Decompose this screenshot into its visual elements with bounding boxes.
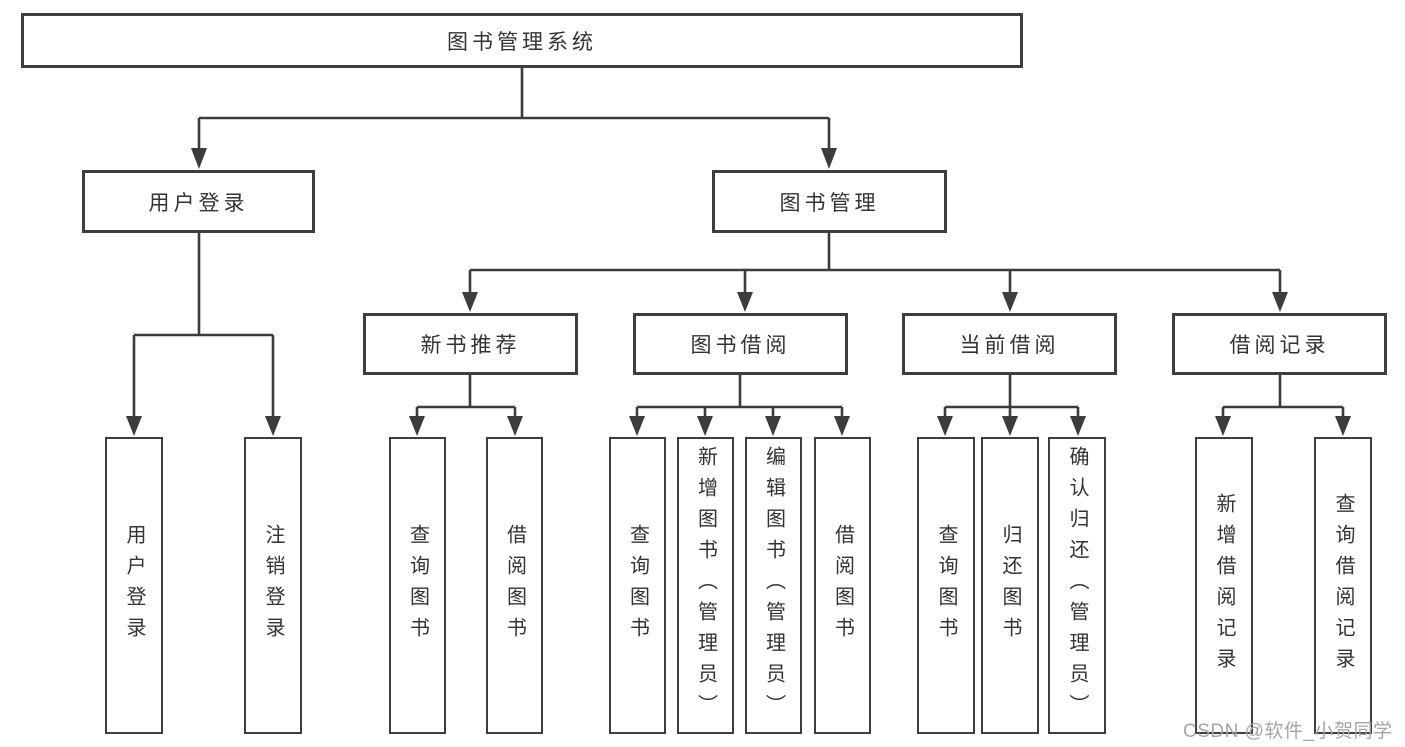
node-label: 图书管理系统	[447, 30, 597, 54]
node-label: 图书管理	[779, 191, 880, 215]
node-book-management: 图书管理	[712, 170, 947, 233]
leaf-label: 查询图书	[406, 523, 429, 648]
leaf-return-book: 归还图书	[981, 437, 1039, 734]
node-borrow-records: 借阅记录	[1172, 313, 1387, 375]
leaf-add-book-admin: 新增图书（管理员）	[677, 437, 734, 734]
node-book-borrow: 图书借阅	[633, 313, 848, 375]
leaf-logout: 注销登录	[244, 437, 302, 734]
node-user-login: 用户登录	[82, 170, 315, 233]
leaf-label: 借阅图书	[503, 523, 526, 648]
leaf-edit-book-admin: 编辑图书（管理员）	[745, 437, 802, 734]
leaf-query-books-current: 查询图书	[917, 437, 975, 734]
leaf-user-login: 用户登录	[105, 437, 163, 734]
leaf-label: 新增图书（管理员）	[694, 446, 717, 725]
node-label: 用户登录	[148, 191, 249, 215]
leaf-label: 借阅图书	[831, 523, 854, 648]
leaf-label: 确认归还（管理员）	[1066, 446, 1088, 725]
node-label: 借阅记录	[1229, 334, 1330, 357]
leaf-label: 查询图书	[935, 523, 957, 648]
node-label: 新书推荐	[420, 334, 521, 357]
leaf-label: 注销登录	[262, 523, 284, 648]
leaf-borrow-books: 借阅图书	[814, 437, 871, 734]
node-label: 当前借阅	[959, 334, 1060, 357]
leaf-query-books-borrow: 查询图书	[609, 437, 666, 734]
node-root-system: 图书管理系统	[21, 13, 1023, 68]
node-label: 图书借阅	[690, 334, 791, 357]
leaf-label: 用户登录	[123, 523, 145, 648]
leaf-label: 查询图书	[626, 523, 649, 648]
node-new-book-recommend: 新书推荐	[363, 313, 578, 375]
leaf-confirm-return-admin: 确认归还（管理员）	[1048, 437, 1106, 734]
leaf-label: 归还图书	[999, 523, 1021, 648]
leaf-label: 查询借阅记录	[1332, 492, 1354, 679]
leaf-borrow-books-recommend: 借阅图书	[486, 437, 543, 734]
csdn-watermark: CSDN @软件_小贺同学	[1183, 721, 1393, 742]
leaf-query-borrow-record: 查询借阅记录	[1314, 437, 1372, 734]
leaf-add-borrow-record: 新增借阅记录	[1195, 437, 1253, 734]
node-current-borrow: 当前借阅	[902, 313, 1117, 375]
leaf-label: 新增借阅记录	[1213, 492, 1235, 679]
leaf-label: 编辑图书（管理员）	[762, 446, 785, 725]
leaf-query-books-recommend: 查询图书	[389, 437, 446, 734]
